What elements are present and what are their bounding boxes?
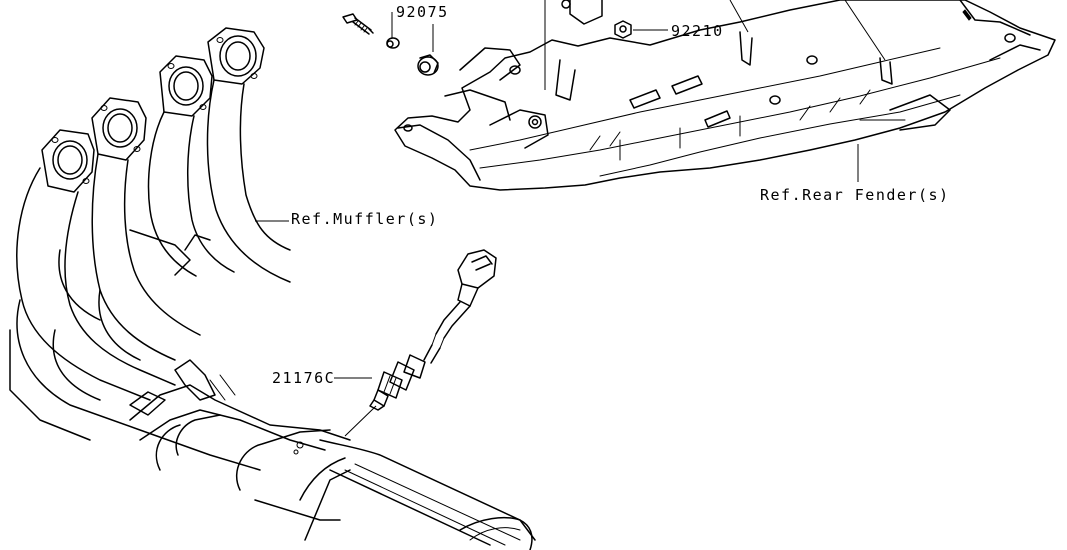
leader-lines [255, 0, 886, 437]
header-flange-4 [207, 27, 265, 85]
rear-fender-assembly [394, 0, 1056, 191]
exhaust-header-assembly [9, 27, 536, 550]
bracket-top [561, 0, 603, 25]
label-ref-rear-fender: Ref.Rear Fender(s) [760, 186, 950, 204]
label-ref-muffler: Ref.Muffler(s) [291, 210, 438, 228]
nut-92210 [614, 20, 632, 39]
bolt-part [342, 13, 374, 35]
header-flange-2 [91, 97, 147, 161]
collar-92075-small [386, 37, 400, 49]
grommet-part [417, 54, 439, 76]
header-flange-1 [41, 129, 95, 193]
label-92075: 92075 [396, 3, 449, 21]
oxygen-sensor-21176c [369, 249, 497, 411]
label-21176c: 21176C [272, 369, 335, 387]
header-flange-3 [159, 55, 213, 117]
